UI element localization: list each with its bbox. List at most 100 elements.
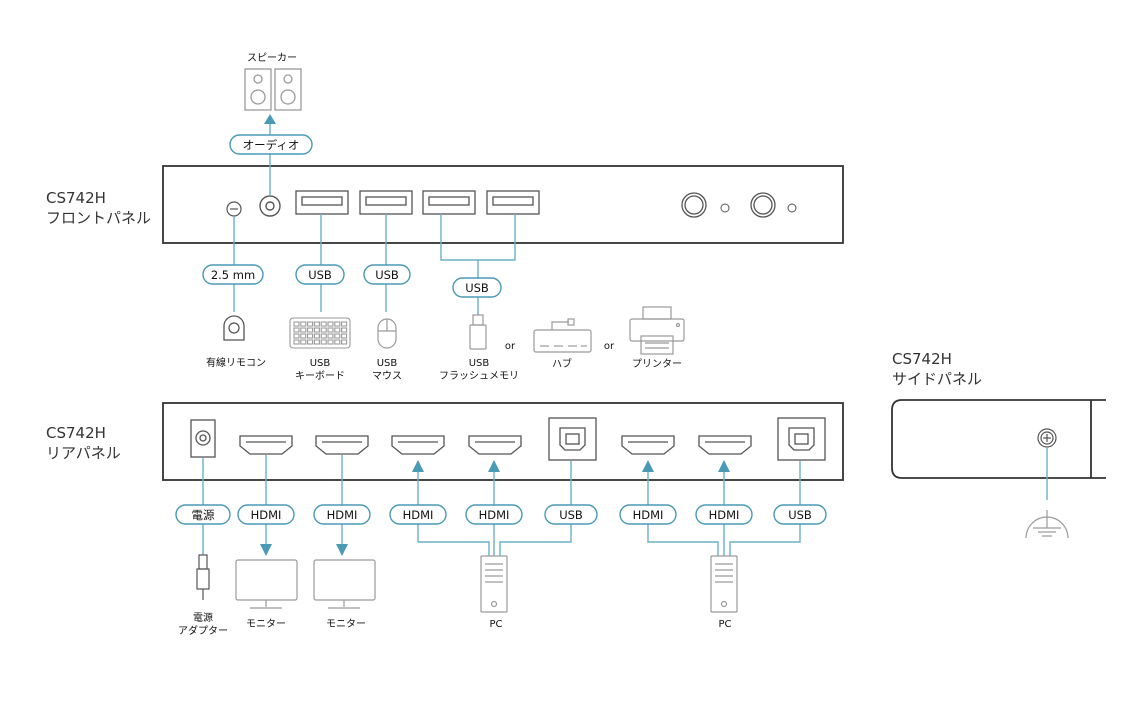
keyboard-key bbox=[293, 339, 300, 345]
mouse-usb-pill-label: USB bbox=[375, 268, 399, 282]
rear-usb-pill-1 bbox=[544, 504, 598, 525]
front-panel-model: CS742H bbox=[46, 189, 106, 207]
port-select-button-2 bbox=[750, 192, 776, 218]
monitor-icon bbox=[235, 559, 298, 609]
arrow-up-icon bbox=[718, 460, 730, 472]
arrow-up-icon bbox=[488, 460, 500, 472]
keyboard-label-1: USB bbox=[310, 358, 331, 369]
hdmi-pill-1-label: HDMI bbox=[251, 508, 282, 522]
keyboard-key bbox=[293, 327, 300, 333]
hdmi-pill-3 bbox=[389, 504, 447, 525]
audio-pill bbox=[229, 134, 313, 155]
hdmi-port-pc2-b bbox=[698, 435, 752, 455]
speaker-icon bbox=[244, 68, 302, 111]
adapter-label-2: アダプター bbox=[178, 624, 228, 637]
rear-panel-name: リアパネル bbox=[46, 444, 121, 462]
keyboard-key bbox=[320, 321, 327, 327]
hdmi-pill-6-label: HDMI bbox=[709, 508, 740, 522]
keyboard-key bbox=[327, 327, 334, 333]
flash-usb-pill-label: USB bbox=[465, 281, 489, 295]
rear-usb-pill-2 bbox=[773, 504, 827, 525]
usb-b-port-pc1 bbox=[548, 417, 597, 461]
keyboard-key bbox=[313, 333, 320, 339]
keyboard-key bbox=[320, 333, 327, 339]
usb-b-port-pc2 bbox=[777, 417, 826, 461]
flash-label-1: USB bbox=[469, 358, 490, 369]
remote-pill bbox=[202, 264, 264, 285]
hdmi-port-pc2-a bbox=[621, 435, 675, 455]
keyboard-key bbox=[334, 321, 341, 327]
keyboard-key bbox=[307, 339, 314, 345]
arrow-down-icon bbox=[336, 544, 348, 556]
arrow-up-icon bbox=[412, 460, 424, 472]
hdmi-pill-5 bbox=[619, 504, 677, 525]
hdmi-pill-5-label: HDMI bbox=[633, 508, 664, 522]
power-adapter-icon bbox=[196, 554, 210, 600]
keyboard-key bbox=[293, 321, 300, 327]
arrow-up-icon bbox=[642, 460, 654, 472]
monitor-icon bbox=[313, 559, 376, 609]
keyboard-key bbox=[327, 339, 334, 345]
speaker-label: スピーカー bbox=[247, 52, 297, 64]
kb-usb-pill-label: USB bbox=[308, 268, 332, 282]
hdmi-pill-2 bbox=[313, 504, 371, 525]
monitor-label-1: モニター bbox=[246, 618, 286, 630]
keyboard-key bbox=[300, 333, 307, 339]
keyboard-key bbox=[334, 333, 341, 339]
keyboard-key bbox=[313, 321, 320, 327]
keyboard-key bbox=[327, 321, 334, 327]
keyboard-key bbox=[300, 321, 307, 327]
pc-label-1: PC bbox=[489, 619, 502, 630]
kb-usb-pill bbox=[295, 264, 345, 285]
or-text-2: or bbox=[604, 341, 615, 352]
mouse-label-1: USB bbox=[377, 358, 398, 369]
hdmi-pill-1 bbox=[237, 504, 295, 525]
or-text-1: or bbox=[505, 341, 516, 352]
port-led-1 bbox=[720, 203, 730, 213]
mouse-label-2: マウス bbox=[372, 370, 402, 382]
keyboard-key bbox=[341, 321, 348, 327]
keyboard-key bbox=[293, 333, 300, 339]
hdmi-port-pc1-a bbox=[391, 435, 445, 455]
hdmi-pill-3-label: HDMI bbox=[403, 508, 434, 522]
front-usb-port-3 bbox=[422, 190, 476, 215]
power-pill bbox=[175, 504, 231, 525]
keyboard-key bbox=[341, 327, 348, 333]
mouse-usb-pill bbox=[363, 264, 411, 285]
hdmi-port-out-1 bbox=[239, 435, 293, 455]
rear-usb-pill-2-label: USB bbox=[788, 508, 812, 522]
keyboard-key bbox=[307, 321, 314, 327]
keyboard-key bbox=[300, 339, 307, 345]
pc-label-2: PC bbox=[718, 619, 731, 630]
usb-hub-icon bbox=[533, 318, 592, 353]
keyboard-key bbox=[313, 339, 320, 345]
ground-symbol-icon bbox=[1025, 510, 1069, 539]
hub-label: ハブ bbox=[552, 357, 572, 370]
audio-pill-label: オーディオ bbox=[243, 138, 300, 152]
adapter-label-1: 電源 bbox=[193, 611, 213, 624]
side-panel bbox=[891, 399, 1106, 479]
flash-usb-pill bbox=[452, 277, 502, 298]
keyboard-key bbox=[341, 333, 348, 339]
power-jack bbox=[190, 419, 216, 458]
flash-label-2: フラッシュメモリ bbox=[439, 370, 519, 382]
keyboard-key bbox=[307, 333, 314, 339]
keyboard-key bbox=[307, 327, 314, 333]
hdmi-pill-4-label: HDMI bbox=[479, 508, 510, 522]
wired-remote-icon bbox=[223, 315, 245, 341]
port-led-2 bbox=[787, 203, 797, 213]
arrow-down-icon bbox=[260, 544, 272, 556]
rear-panel-model: CS742H bbox=[46, 424, 106, 442]
side-panel-name: サイドパネル bbox=[892, 370, 982, 388]
arrow-up-icon bbox=[264, 114, 276, 124]
hdmi-pill-6 bbox=[695, 504, 753, 525]
front-usb-port-1 bbox=[295, 190, 349, 215]
pc-tower-icon bbox=[480, 555, 508, 613]
hdmi-pill-2-label: HDMI bbox=[327, 508, 358, 522]
keyboard-key bbox=[320, 339, 327, 345]
hdmi-pill-4 bbox=[465, 504, 523, 525]
grounding-screw-icon bbox=[1037, 428, 1057, 448]
remote-device-label: 有線リモコン bbox=[206, 356, 266, 369]
power-pill-label: 電源 bbox=[192, 508, 215, 522]
